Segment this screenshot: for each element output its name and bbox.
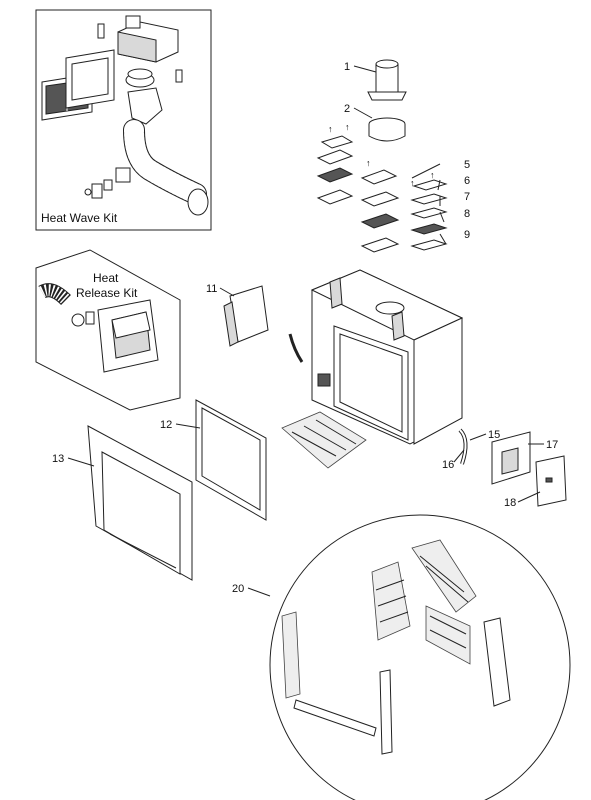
part-13-front-facing: [87, 425, 193, 581]
callout-20: 20: [232, 583, 244, 595]
brick-panel-back: [411, 539, 477, 613]
callout-5: 5: [464, 159, 470, 171]
brick-panel-left: [371, 561, 411, 641]
part-8-filter: [410, 223, 448, 235]
callout-17: 17: [546, 439, 558, 451]
part-17-shield: [491, 431, 531, 485]
gasket-stack-middle: ↑: [360, 158, 400, 253]
callout-13: 13: [52, 453, 64, 465]
heat-wave-kit-frame: [35, 9, 212, 231]
heat-wave-plenum: [117, 15, 179, 63]
svg-text:↑: ↑: [410, 178, 415, 188]
heat-wave-switch-plate: [91, 183, 103, 199]
part-1-flue-pipe: [367, 59, 407, 101]
callout-18: 18: [504, 497, 516, 509]
firebox-assembly: [310, 269, 464, 445]
heat-wave-transition: [127, 87, 163, 125]
part-18-plate: [535, 455, 567, 507]
brick-column: [281, 611, 301, 699]
callout-labels: 1 2 5 6 7 8 9 11 12 13 15 16 17 18 20: [52, 61, 558, 595]
heat-release-hood: [97, 299, 159, 373]
brick-panel-right: [425, 605, 471, 665]
svg-text:↑: ↑: [345, 122, 350, 132]
heat-wave-control-box: [115, 167, 131, 183]
part-2-collar-ring: [368, 117, 406, 142]
gasket-stack-right: ↑ ↑: [410, 170, 448, 251]
part-handle-rod: [288, 333, 304, 363]
heat-release-kit-frame: [35, 249, 181, 411]
callout-12: 12: [160, 419, 172, 431]
grate-bar: [293, 699, 377, 737]
part-7-gasket: [410, 207, 448, 219]
heat-release-kit-panel: Heat Release Kit: [35, 249, 181, 411]
callout-11: 11: [206, 283, 217, 295]
heat-wave-frame-plate: [65, 49, 115, 109]
part-12-door-frame: [195, 399, 267, 521]
heat-release-duct: [38, 283, 71, 306]
callout-16: 16: [442, 459, 454, 471]
heat-wave-screw: [84, 188, 92, 196]
part-11-baffle: [223, 285, 269, 347]
heat-wave-clip: [175, 69, 183, 83]
heat-wave-flex-duct: [123, 119, 209, 216]
callout-2: 2: [344, 103, 350, 115]
heat-release-kit-label-line1: Heat: [93, 271, 119, 285]
callout-6: 6: [464, 175, 470, 187]
side-rod: [379, 669, 393, 755]
callout-1: 1: [344, 61, 350, 73]
callout-8: 8: [464, 208, 470, 220]
firebrick-floor: [281, 411, 367, 469]
heat-release-fan: [71, 313, 85, 327]
heat-release-kit-label-line2: Release Kit: [76, 286, 138, 300]
svg-text:↑: ↑: [366, 158, 371, 168]
gasket-stack-left: ↑ ↑: [316, 122, 354, 205]
firebox-flue-opening: [375, 301, 405, 315]
svg-text:↑: ↑: [328, 124, 333, 134]
callout-9: 9: [464, 229, 470, 241]
callout-leaders: [67, 65, 544, 597]
part-20-circle: [269, 514, 571, 800]
part-6-gasket: [410, 193, 448, 205]
part-9-frame: [410, 239, 448, 251]
svg-text:↑: ↑: [430, 170, 435, 180]
side-liner: [483, 617, 511, 707]
part-5-gasket: [412, 179, 448, 191]
heat-wave-clip: [97, 23, 105, 39]
callout-7: 7: [464, 191, 470, 203]
heat-wave-kit-label: Heat Wave Kit: [41, 211, 118, 225]
callout-15: 15: [488, 429, 500, 441]
heat-wave-kit-panel: Heat Wave Kit: [35, 9, 212, 231]
firebox-blower: [317, 373, 331, 387]
part-20-refractory-kit: [269, 514, 571, 800]
